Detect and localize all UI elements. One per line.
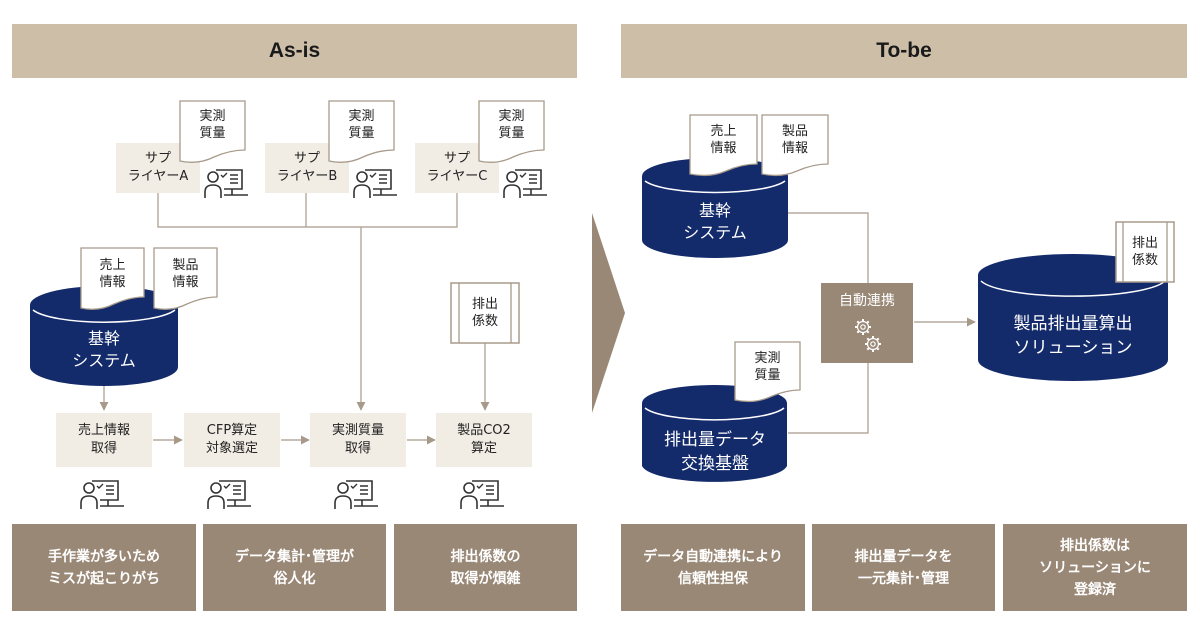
to-be-header: To-be xyxy=(621,24,1187,78)
as-is-product-doc-label: 製品 情報 xyxy=(172,258,199,290)
as-is-sales-doc-label: 売上 情報 xyxy=(99,258,126,290)
supplier-a-doc xyxy=(179,100,246,163)
to-be-core-system-cylinder xyxy=(642,158,788,258)
as-is-sales-doc xyxy=(80,247,145,310)
supplier-b-doc-label: 実測 質量 xyxy=(348,109,375,141)
to-be-sales-doc-label: 売上 情報 xyxy=(710,124,737,156)
solution-cylinder xyxy=(978,254,1168,381)
to-be-benefit-3: 排出係数は ソリューションに 登録済 xyxy=(1003,524,1187,611)
as-is-issue-2: データ集計･管理が 俗人化 xyxy=(203,524,386,611)
supplier-connector-lines xyxy=(157,193,458,411)
as-is-issue-3: 排出係数の 取得が煩雑 xyxy=(394,524,577,611)
exchange-platform-label: 排出量データ 交換基盤 xyxy=(664,430,766,474)
to-be-benefit-1: データ自動連携により 信頼性担保 xyxy=(621,524,805,611)
as-is-issue-1: 手作業が多いため ミスが起こりがち xyxy=(12,524,196,611)
chevron-right-icon xyxy=(592,213,625,413)
exchange-to-autolink-line xyxy=(788,363,869,434)
as-is-header: As-is xyxy=(12,24,577,78)
supplier-a-label: サプ ライヤーA xyxy=(127,151,189,184)
step-3-label: 実測質量 取得 xyxy=(331,423,384,456)
as-is-emission-factor-label: 排出 係数 xyxy=(471,297,498,329)
as-is-title: As-is xyxy=(268,39,321,62)
supplier-b-person-icon xyxy=(353,169,398,199)
as-is-emission-factor-doc xyxy=(450,282,520,344)
supplier-a-doc-label: 実測 質量 xyxy=(199,109,226,141)
auto-link-label: 自動連携 xyxy=(839,293,895,309)
supplier-c-label: サプ ライヤーC xyxy=(426,151,488,184)
as-is-product-doc xyxy=(153,247,218,310)
step-1-label: 売上情報 取得 xyxy=(77,423,130,456)
to-be-core-system-label: 基幹 システム xyxy=(683,201,747,242)
step-box-4 xyxy=(436,413,532,467)
supplier-c-doc xyxy=(478,100,545,163)
step-4-person-icon xyxy=(460,480,505,510)
to-be-product-doc xyxy=(761,114,829,177)
step-2-person-icon xyxy=(207,480,252,510)
supplier-c-person-icon xyxy=(503,169,548,199)
exchange-measured-doc xyxy=(734,341,801,403)
step-box-3 xyxy=(310,413,406,467)
solution-label: 製品排出量算出 ソリューション xyxy=(1013,314,1133,358)
supplier-b-label: サプ ライヤーB xyxy=(276,151,338,184)
step-box-1 xyxy=(56,413,152,467)
as-is-core-system-label: 基幹 システム xyxy=(72,329,136,370)
supplier-c-doc-label: 実測 質量 xyxy=(498,109,525,141)
solution-emission-factor-doc xyxy=(1115,221,1175,283)
supplier-a-person-icon xyxy=(204,169,249,199)
to-be-product-doc-label: 製品 情報 xyxy=(781,124,808,156)
step-3-person-icon xyxy=(334,480,379,510)
gears-icon xyxy=(855,319,881,352)
solution-emission-factor-label: 排出 係数 xyxy=(1131,236,1158,268)
supplier-b-doc xyxy=(328,100,395,163)
step-box-2 xyxy=(184,413,280,467)
exchange-measured-doc-label: 実測 質量 xyxy=(754,351,781,383)
to-be-title: To-be xyxy=(876,39,932,62)
step-2-label: CFP算定 対象選定 xyxy=(205,423,258,456)
step-4-label: 製品CO2 算定 xyxy=(457,423,511,456)
to-be-sales-doc xyxy=(689,114,758,177)
core-to-autolink-line xyxy=(788,212,869,283)
to-be-benefit-2: 排出量データを 一元集計･管理 xyxy=(812,524,995,611)
step-1-person-icon xyxy=(80,480,125,510)
